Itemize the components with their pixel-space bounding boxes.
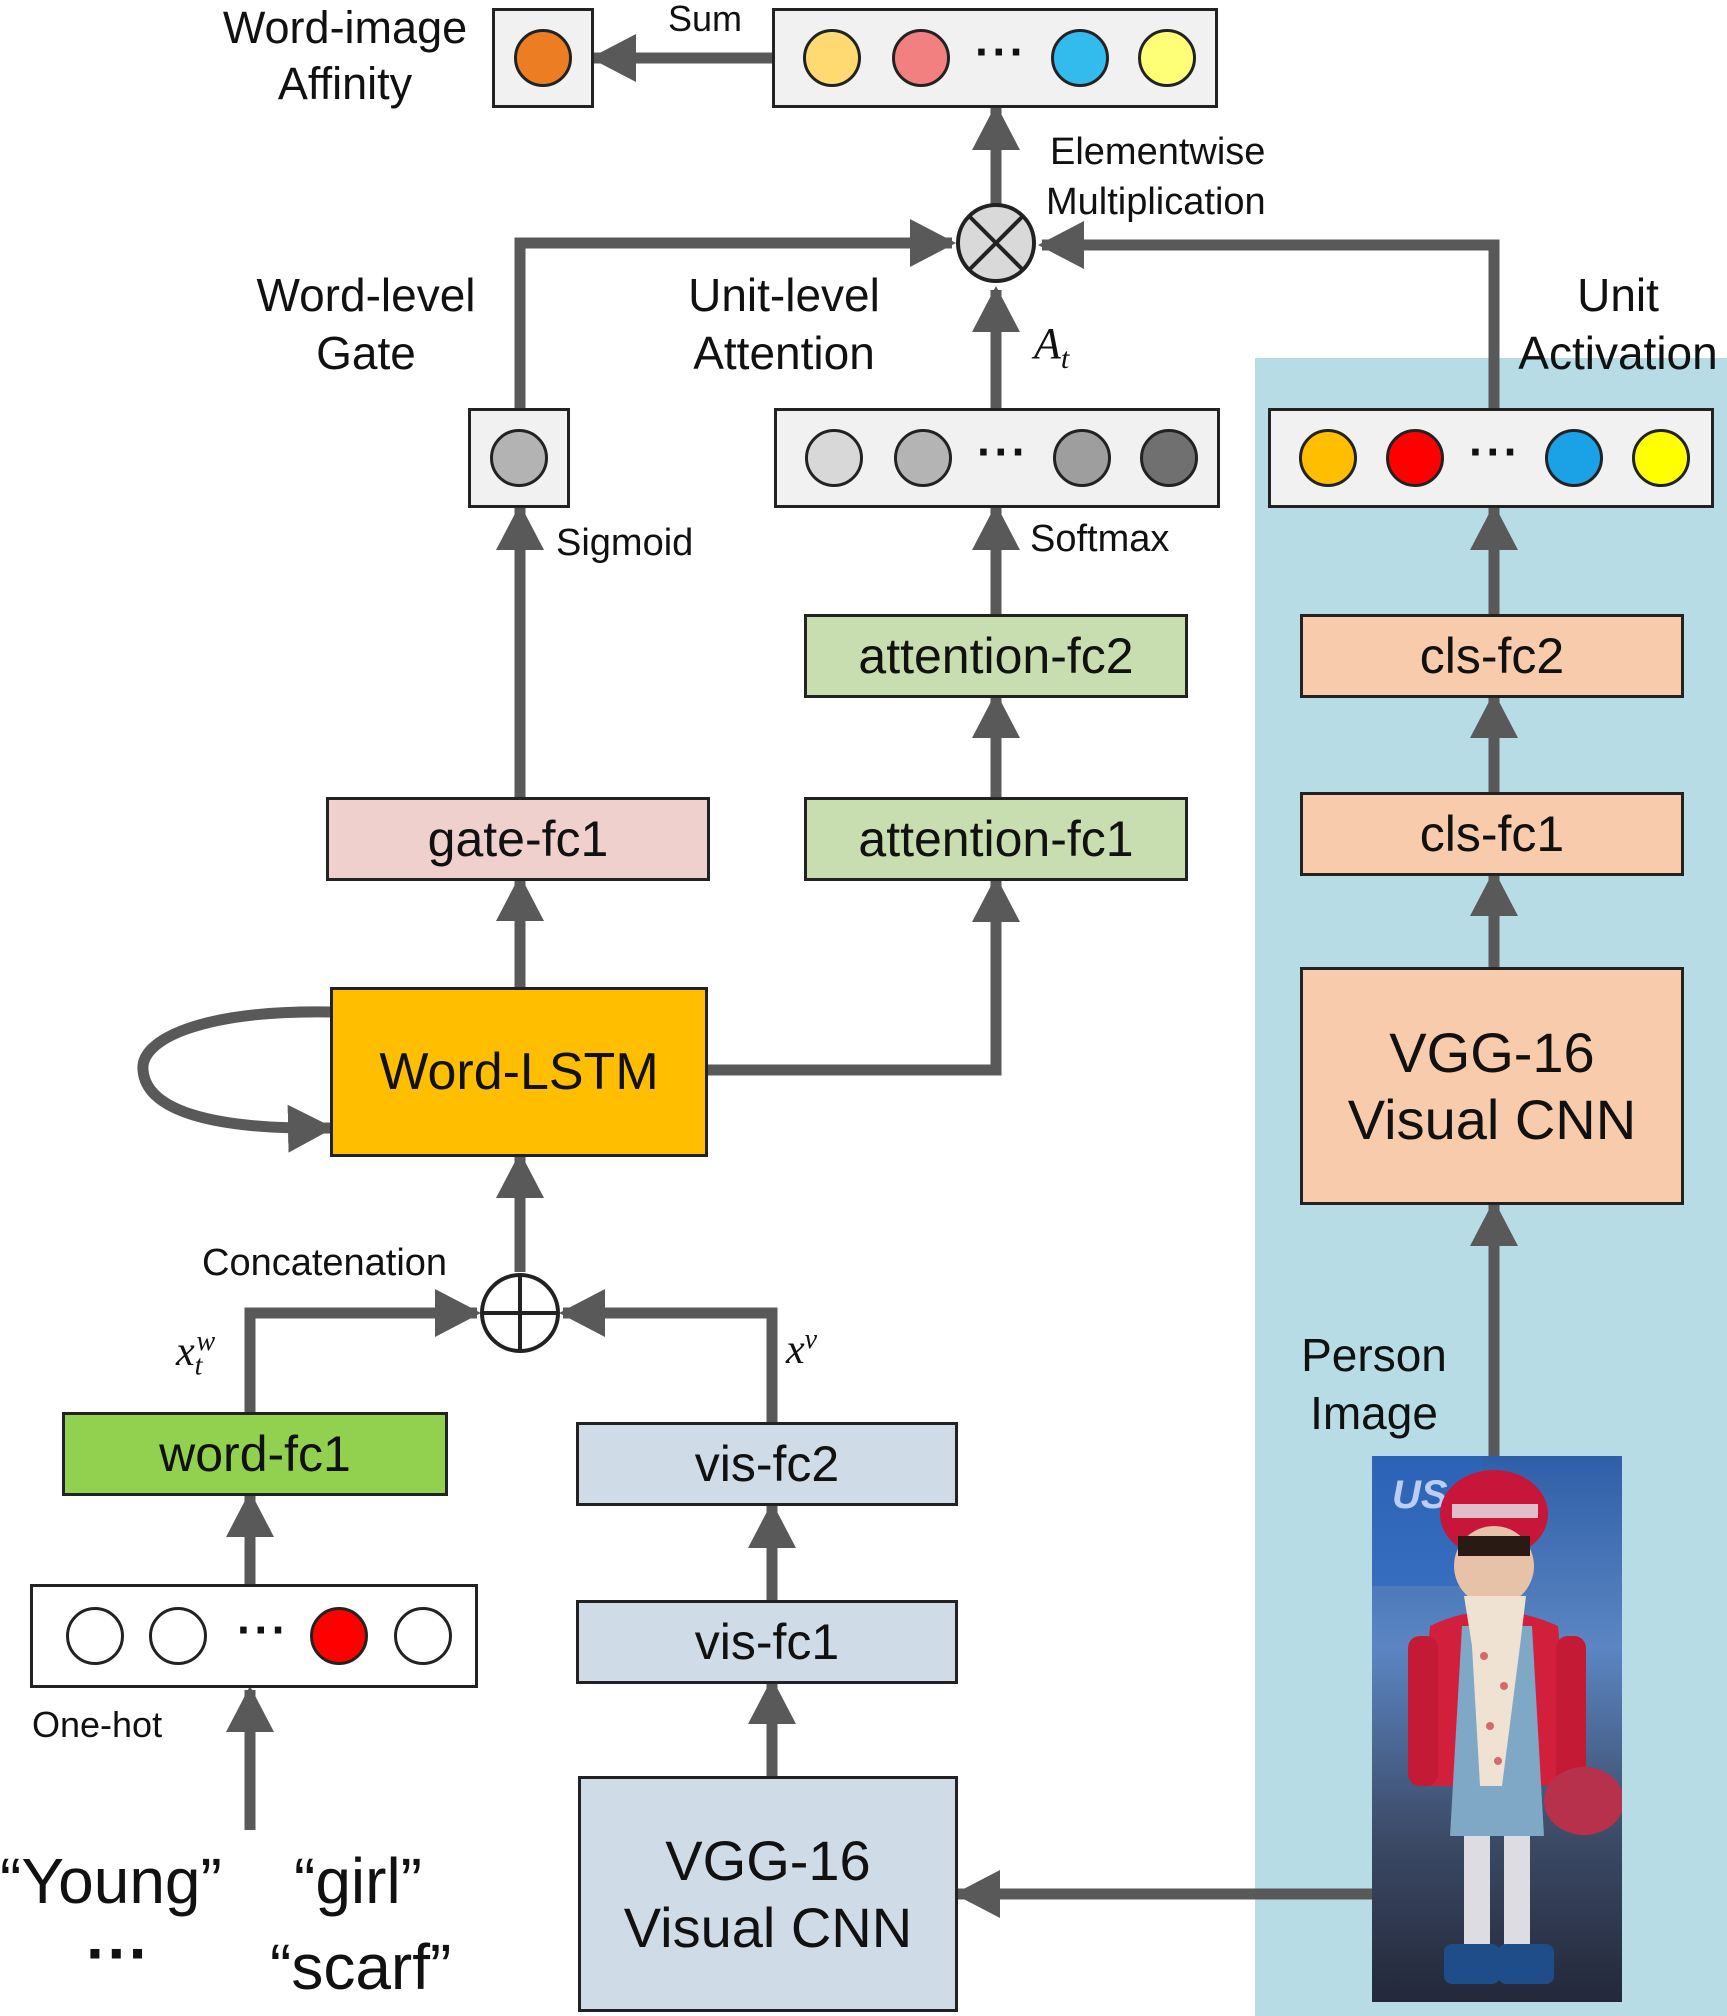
person-label-line-1: Person <box>1301 1329 1447 1381</box>
activation-label-line-1: Unit <box>1577 269 1659 321</box>
gate-label-line-2: Gate <box>316 327 416 379</box>
vgg-bottom-line-1: VGG-16 <box>665 1828 871 1892</box>
vgg-right-line-2: Visual CNN <box>1347 1088 1637 1151</box>
vis-fc2-box: vis-fc2 <box>576 1422 958 1506</box>
attention-dot-1 <box>805 429 863 487</box>
elementwise-line-2: Multiplication <box>1046 181 1266 223</box>
unit-level-attention-label: Unit-level Attention <box>664 266 904 382</box>
concatenation-label: Concatenation <box>202 1242 448 1284</box>
a-t-subscript: t <box>1060 341 1070 375</box>
person-image-label: Person Image <box>1286 1326 1462 1442</box>
arrow-lstm-recurrent-loop <box>137 1006 334 1153</box>
arrow-gate-to-multiply <box>514 219 956 408</box>
one-hot-label: One-hot <box>32 1704 163 1745</box>
sigmoid-label: Sigmoid <box>556 522 694 564</box>
x-v-main: x <box>786 1327 805 1373</box>
x-t-w-label: xtw <box>176 1326 215 1382</box>
onehot-ellipsis: ··· <box>237 1603 289 1656</box>
word-image-affinity-label: Word-image Affinity <box>200 0 490 112</box>
concatenation-operator <box>480 1273 560 1353</box>
vgg-right-line-1: VGG-16 <box>1389 1020 1595 1084</box>
cls-fc2-box: cls-fc2 <box>1300 614 1684 698</box>
sum-dot-4 <box>1138 29 1196 87</box>
activation-vector: ··· <box>1268 408 1714 508</box>
attention-fc1-box: attention-fc1 <box>804 797 1188 881</box>
gate-vector <box>468 408 570 508</box>
affinity-label-line-1: Word-image <box>222 2 468 53</box>
elementwise-multiply-operator <box>956 203 1036 283</box>
activation-dot-3 <box>1545 429 1603 487</box>
a-t-label: At <box>1034 318 1069 376</box>
attention-ellipsis: ··· <box>977 425 1029 478</box>
attention-dot-2 <box>894 429 952 487</box>
vis-fc1-box: vis-fc1 <box>576 1600 958 1684</box>
elementwise-line-1: Elementwise <box>1050 131 1266 173</box>
one-hot-vector: ··· <box>30 1584 478 1688</box>
activation-dot-2 <box>1386 429 1444 487</box>
gate-fc1-box: gate-fc1 <box>326 797 710 881</box>
sum-dot-3 <box>1051 29 1109 87</box>
sum-vector: ··· <box>772 8 1218 108</box>
attention-label-line-1: Unit-level <box>688 269 880 321</box>
word-girl: “girl” <box>294 1845 422 1917</box>
arrow-visfc2-to-concat <box>559 1289 778 1422</box>
attention-vector: ··· <box>774 408 1220 508</box>
unit-activation-label: Unit Activation <box>1508 266 1727 382</box>
words-ellipsis: ··· <box>86 1917 150 1989</box>
affinity-label-line-2: Affinity <box>277 58 413 109</box>
arrow-wordfc-to-concat <box>244 1289 481 1412</box>
word-scarf: “scarf” <box>270 1931 452 2003</box>
elementwise-multiplication-label: Elementwise Multiplication <box>1046 127 1266 227</box>
affinity-dot <box>514 29 572 87</box>
attention-dot-3 <box>1053 429 1111 487</box>
x-t-w-superscript: w <box>196 1326 216 1357</box>
x-v-label: xv <box>786 1324 817 1374</box>
softmax-label: Softmax <box>1030 518 1170 560</box>
person-image: US <box>1372 1456 1622 2002</box>
gate-dot <box>490 429 548 487</box>
arrow-lstm-to-attfc1 <box>708 876 1020 1076</box>
word-lstm-box: Word-LSTM <box>330 987 708 1157</box>
svg-text:US: US <box>1392 1473 1448 1517</box>
onehot-dot-4 <box>394 1607 452 1665</box>
x-v-superscript: v <box>804 1324 818 1355</box>
attention-dot-4 <box>1140 429 1198 487</box>
onehot-dot-3 <box>310 1607 368 1665</box>
word-fc1-box: word-fc1 <box>62 1412 448 1496</box>
vgg-right-box: VGG-16 Visual CNN <box>1300 967 1684 1205</box>
x-t-w-main: x <box>176 1329 195 1375</box>
gate-label-line-1: Word-level <box>256 269 476 321</box>
onehot-dot-2 <box>149 1607 207 1665</box>
sum-dot-1 <box>803 29 861 87</box>
activation-ellipsis: ··· <box>1469 425 1521 478</box>
arrow-activation-to-multiply <box>1038 221 1500 408</box>
word-level-gate-label: Word-level Gate <box>226 266 506 382</box>
sum-dot-2 <box>892 29 950 87</box>
cls-fc1-box: cls-fc1 <box>1300 792 1684 876</box>
vgg-bottom-line-2: Visual CNN <box>623 1896 913 1959</box>
attention-fc2-box: attention-fc2 <box>804 614 1188 698</box>
attention-label-line-2: Attention <box>693 327 875 379</box>
vgg-bottom-box: VGG-16 Visual CNN <box>578 1776 958 2012</box>
onehot-dot-1 <box>66 1607 124 1665</box>
word-young: “Young” <box>0 1845 222 1917</box>
affinity-vector <box>492 8 594 108</box>
activation-dot-4 <box>1632 429 1690 487</box>
sum-ellipsis: ··· <box>975 25 1027 78</box>
activation-label-line-2: Activation <box>1518 327 1718 379</box>
x-t-w-subscript: t <box>194 1350 203 1382</box>
a-t-main: A <box>1034 319 1061 368</box>
person-label-line-2: Image <box>1310 1387 1438 1439</box>
activation-dot-1 <box>1299 429 1357 487</box>
sum-label: Sum <box>668 0 743 39</box>
